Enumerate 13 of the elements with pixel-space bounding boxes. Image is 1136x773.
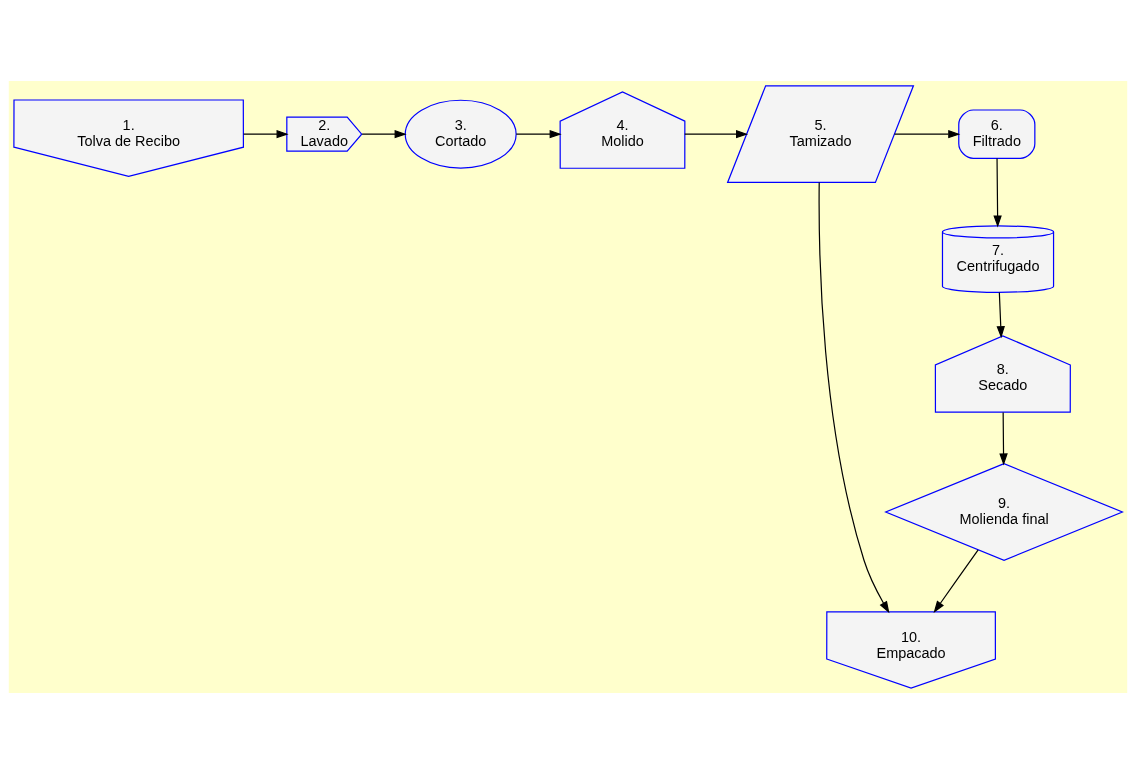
arrow bbox=[999, 411, 1008, 465]
arrow bbox=[893, 129, 961, 138]
arrow bbox=[515, 129, 562, 138]
node-box: 6. Filtrado bbox=[958, 108, 1036, 159]
arrow bbox=[243, 129, 289, 138]
node-diamond: 9. Molienda final bbox=[884, 462, 1124, 561]
arrow bbox=[996, 291, 1005, 338]
arrow bbox=[684, 129, 749, 138]
arrow bbox=[361, 129, 407, 138]
arrow bbox=[993, 157, 1002, 228]
arrow bbox=[818, 181, 890, 613]
arrow bbox=[933, 548, 979, 613]
node-ellipse: 3. Cortado bbox=[404, 99, 517, 169]
